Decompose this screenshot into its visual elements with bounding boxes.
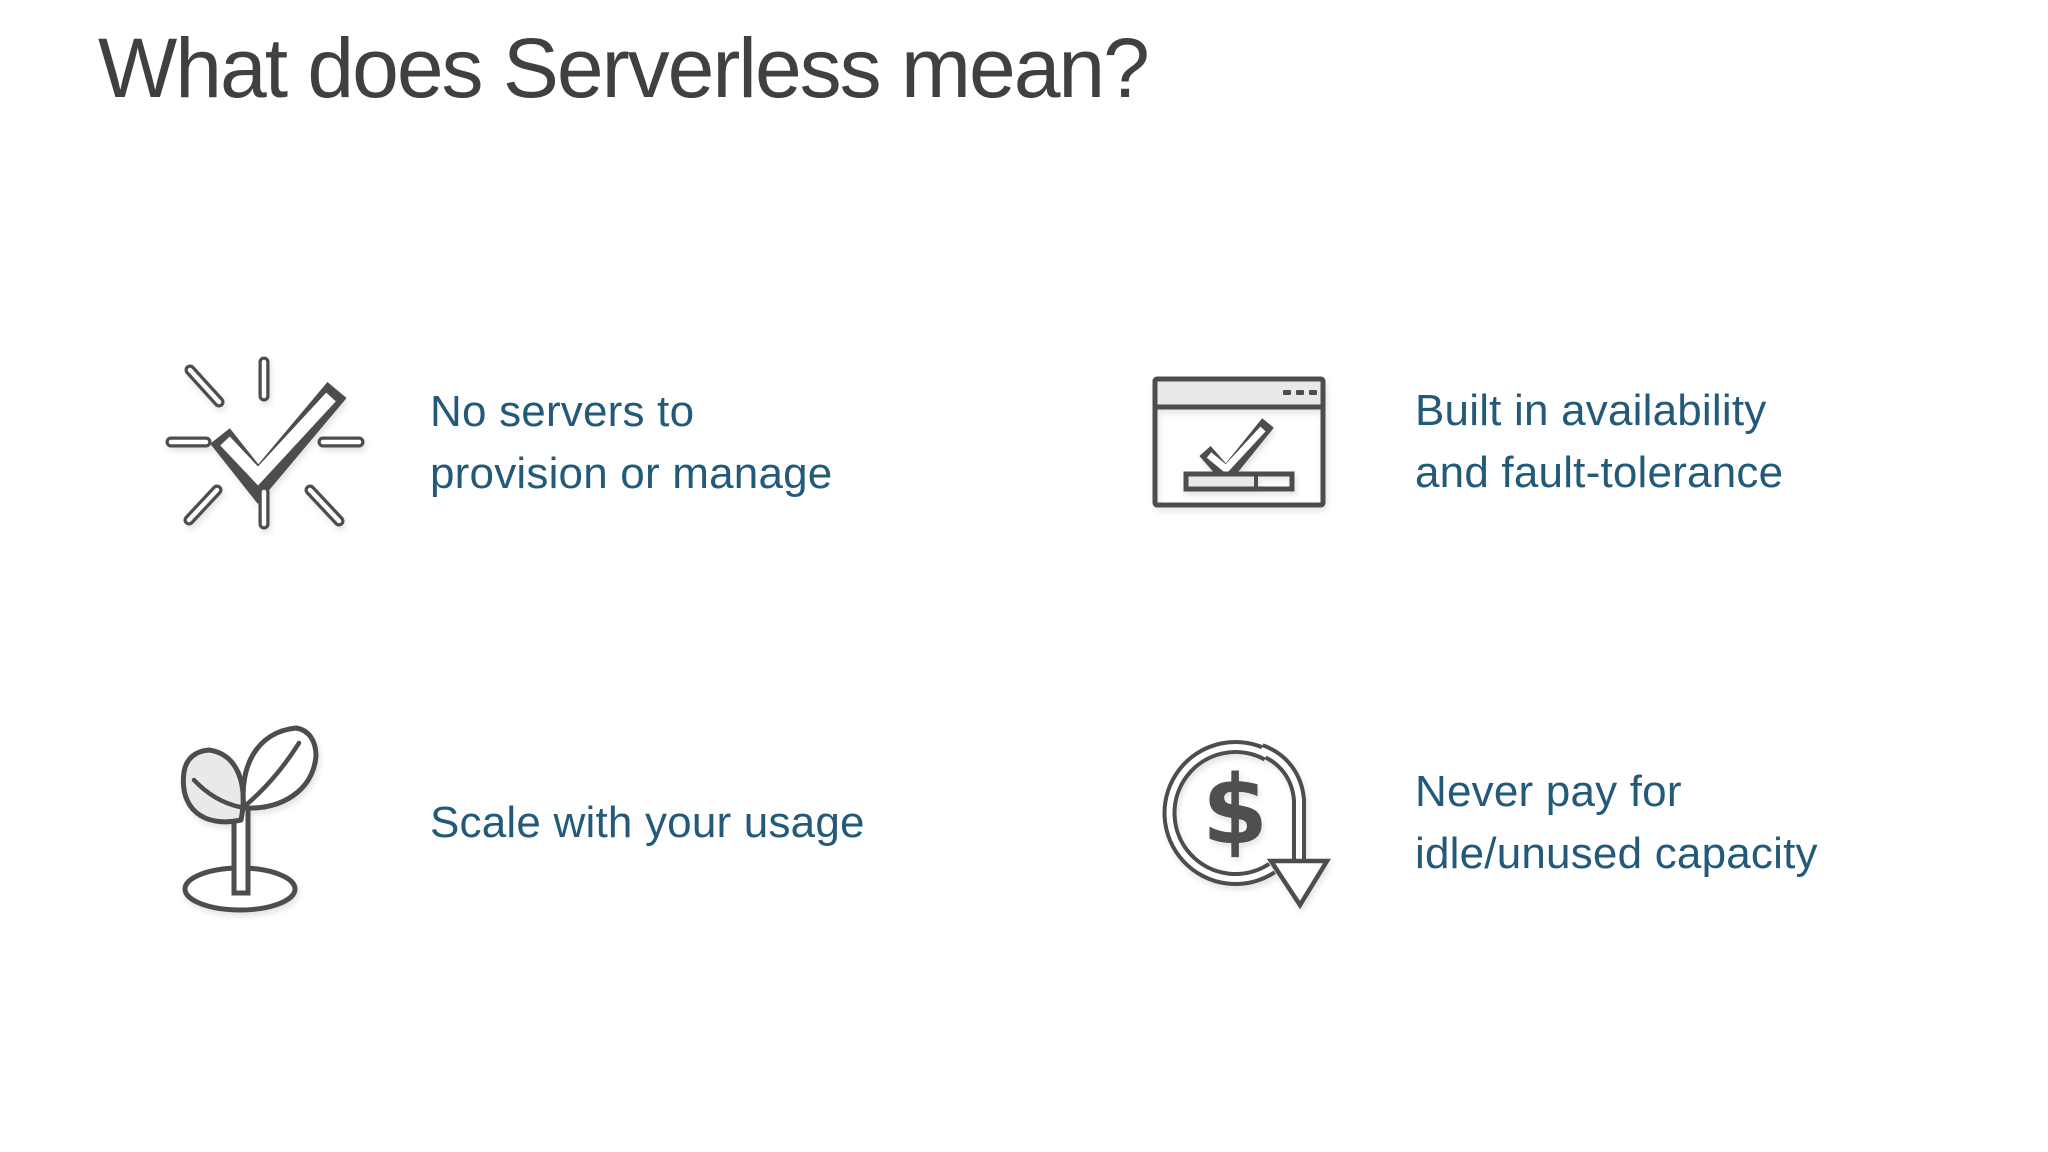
feature-icon-cell bbox=[160, 723, 430, 923]
caption-line: provision or manage bbox=[430, 448, 833, 498]
browser-check-icon bbox=[1152, 376, 1326, 508]
dollar-refresh-icon: $ bbox=[1162, 739, 1332, 909]
feature-scale: Scale with your usage bbox=[160, 715, 865, 930]
feature-icon-cell bbox=[1148, 371, 1415, 513]
dollar-glyph: $ bbox=[1202, 756, 1268, 866]
feature-icon-cell: $ bbox=[1148, 723, 1415, 923]
feature-caption: No servers to provision or manage bbox=[430, 381, 832, 505]
feature-pay: $ Never pay for idle/unused capacity bbox=[1148, 720, 1818, 925]
feature-no-servers: No servers to provision or manage bbox=[160, 335, 832, 550]
feature-caption: Scale with your usage bbox=[430, 792, 865, 854]
caption-line: idle/unused capacity bbox=[1415, 828, 1818, 878]
feature-caption: Built in availability and fault-toleranc… bbox=[1415, 380, 1783, 504]
caption-line: and fault-tolerance bbox=[1415, 448, 1784, 497]
check-burst-icon bbox=[165, 356, 365, 529]
feature-availability: Built in availability and fault-toleranc… bbox=[1148, 352, 1783, 532]
page-title: What does Serverless mean? bbox=[98, 21, 1150, 115]
caption-line: Scale with your usage bbox=[430, 797, 865, 847]
caption-line: Built in availability bbox=[1415, 386, 1767, 435]
caption-line: Never pay for bbox=[1415, 766, 1682, 816]
caption-line: No servers to bbox=[430, 386, 695, 436]
feature-icon-cell bbox=[160, 343, 430, 543]
sprout-icon bbox=[180, 725, 319, 912]
feature-caption: Never pay for idle/unused capacity bbox=[1415, 761, 1818, 885]
